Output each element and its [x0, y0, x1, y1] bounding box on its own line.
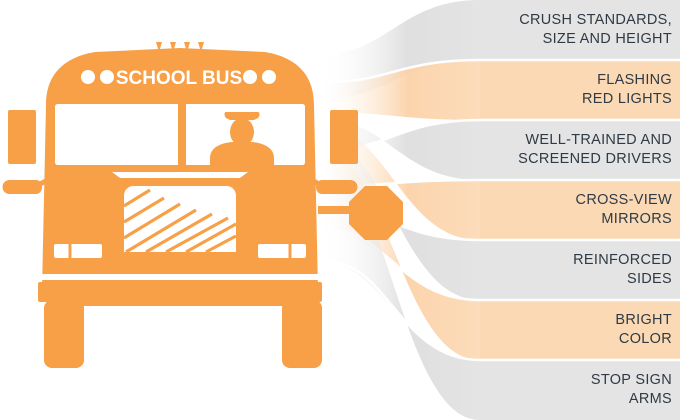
roof-vent	[184, 42, 190, 52]
feature-connector	[318, 60, 480, 120]
roof-vent	[156, 42, 162, 52]
stop-sign-arm	[318, 186, 403, 240]
bus-sign-text: SCHOOL BUS	[116, 68, 242, 89]
band-separator	[327, 58, 680, 84]
roof-vent	[170, 42, 176, 52]
bumper	[38, 274, 322, 302]
headlight-dividers	[68, 244, 292, 258]
feature-connector	[318, 0, 480, 100]
right-marker-light	[330, 110, 358, 164]
connector-fan	[318, 0, 680, 420]
feature-label: CROSS-VIEW MIRRORS	[575, 192, 672, 227]
feature-band	[480, 300, 680, 360]
roof-vent	[198, 42, 204, 52]
feature-band	[480, 240, 680, 300]
left-mirror	[2, 180, 42, 194]
stop-sign-octagon	[349, 186, 403, 240]
feature-label: FLASHING RED LIGHTS	[581, 72, 672, 107]
right-mirror	[316, 180, 358, 194]
feature-label: BRIGHT COLOR	[615, 312, 672, 347]
headlights	[54, 244, 306, 258]
feature-band	[480, 180, 680, 240]
left-marker-light	[8, 110, 36, 164]
grille-slats	[123, 188, 237, 254]
driver-silhouette	[210, 112, 274, 165]
right-front-wheel	[282, 300, 322, 368]
grille-emblem	[160, 252, 200, 262]
left-front-wheel	[44, 300, 84, 368]
band-separator	[327, 260, 680, 362]
feature-band	[480, 120, 680, 180]
feature-label: CRUSH STANDARDS, SIZE AND HEIGHT	[519, 12, 672, 47]
feature-label: STOP SIGN ARMS	[590, 372, 672, 407]
feature-connector	[318, 118, 480, 180]
destination-sign-lights	[81, 70, 276, 84]
feature-band	[480, 360, 680, 420]
feature-connector	[318, 124, 480, 240]
feature-band	[480, 0, 680, 60]
feature-band	[480, 60, 680, 120]
feature-label: WELL-TRAINED AND SCREENED DRIVERS	[518, 132, 672, 167]
feature-label: REINFORCED SIDES	[573, 252, 672, 287]
hood-and-grille	[112, 172, 248, 262]
